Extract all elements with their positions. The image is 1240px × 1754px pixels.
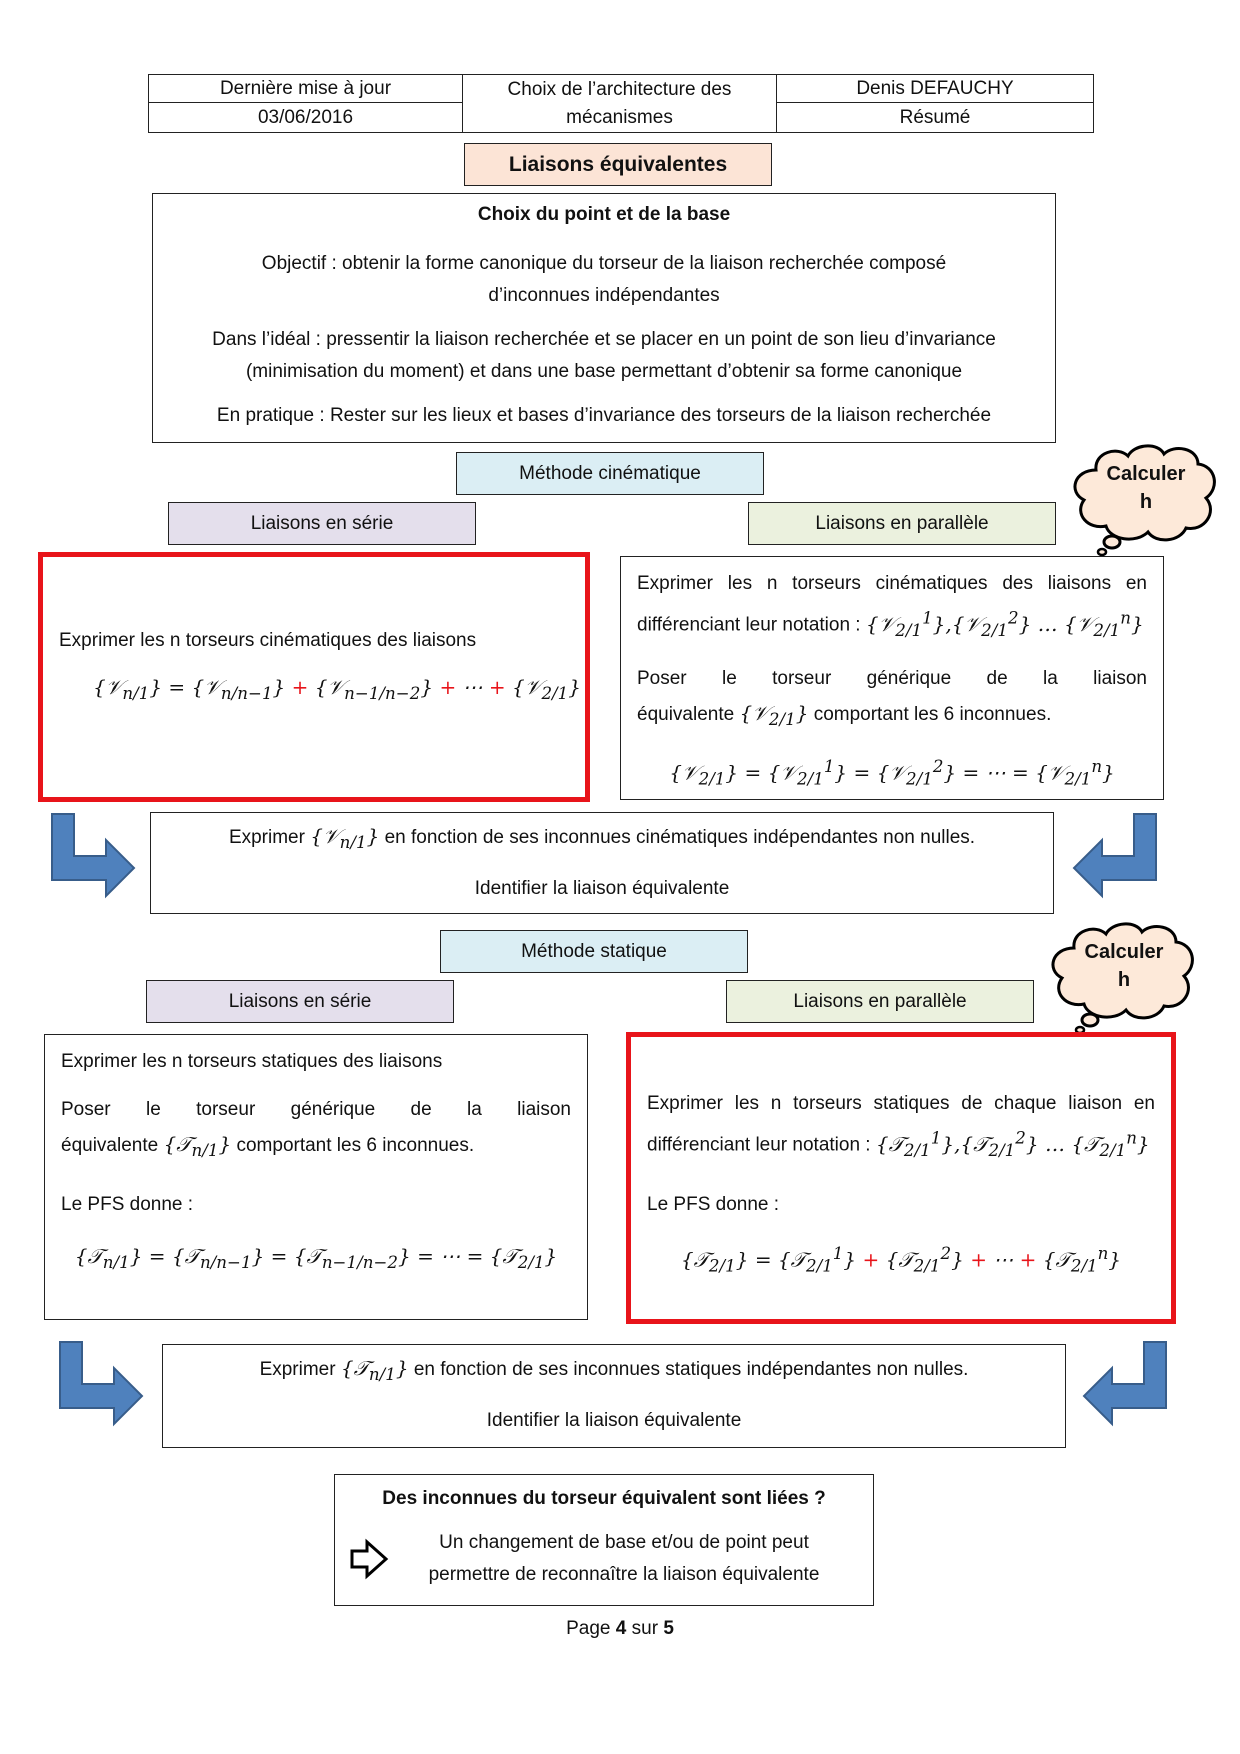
kinematic-parallel-text1-a: Exprimer les n torseurs cinématiques des… xyxy=(637,573,1147,594)
static-parallel-notation: {𝒯2/11},{𝒯2/12} … {𝒯2/1n} xyxy=(875,1128,1150,1160)
header-title: Choix de l’architecture des mécanismes xyxy=(463,75,777,132)
footer-page-number: 4 xyxy=(615,1618,627,1639)
static-parallel-box: Exprimer les n torseurs statiques de cha… xyxy=(626,1032,1176,1324)
static-result-b: en fonction de ses inconnues statiques i… xyxy=(413,1359,969,1380)
static-series-generic: {𝒯n/1} xyxy=(163,1132,232,1160)
kinematic-parallel-line2: différenciant leur notation : {𝒱2/11},{𝒱… xyxy=(637,601,1147,648)
kinematic-parallel-label: Liaisons en parallèle xyxy=(748,502,1056,545)
kinematic-parallel-notation: {𝒱2/11},{𝒱2/12} … {𝒱2/1n} xyxy=(865,608,1144,640)
static-parallel-equation: {𝒯2/1} = {𝒯2/11} + {𝒯2/12} + ⋯ + {𝒯2/1n} xyxy=(680,1243,1122,1276)
footer-sep: sur xyxy=(631,1618,659,1639)
page-footer: Page 4 sur 5 xyxy=(0,1618,1240,1640)
arrow-down-left-icon-2 xyxy=(1082,1341,1167,1427)
choice-practice: En pratique : Rester sur les lieux et ba… xyxy=(216,405,992,426)
cloud-line2: h xyxy=(1139,491,1153,513)
kinematic-series-box: Exprimer les n torseurs cinématiques des… xyxy=(38,552,590,802)
kinematic-result-box: Exprimer {𝒱n/1} en fonction de ses incon… xyxy=(150,812,1054,914)
static-series-equation: {𝒯n/1} = {𝒯n/n−1} = {𝒯n−1/n−2} = ⋯ = {𝒯2… xyxy=(74,1244,558,1272)
kinematic-identify: Identifier la liaison équivalente xyxy=(474,878,730,899)
kinematic-result-b: en fonction de ses inconnues cinématique… xyxy=(384,827,976,848)
cloud-text-2: Calculer h xyxy=(1064,938,1184,994)
hollow-arrow-right-icon xyxy=(350,1538,389,1580)
kinematic-parallel-text2-b: équivalente xyxy=(637,703,735,725)
kinematic-series-equation: {𝒱n/1} = {𝒱n/n−1} + {𝒱n−1/n−2} + ⋯ + {𝒱2… xyxy=(93,675,581,703)
static-result-box: Exprimer {𝒯n/1} en fonction de ses incon… xyxy=(162,1344,1066,1448)
arrow-down-right-icon-2 xyxy=(59,1341,144,1427)
kinematic-parallel-text2-a: Poser le torseur générique de la liaison xyxy=(637,667,1147,689)
cloud-text: Calculer h xyxy=(1086,460,1206,516)
header-doc-type: Résumé xyxy=(899,106,971,128)
static-result-line: Exprimer {𝒯n/1} en fonction de ses incon… xyxy=(163,1351,1065,1392)
kinematic-result-a: Exprimer xyxy=(228,827,305,848)
static-series-text1: Exprimer les n torseurs statiques des li… xyxy=(61,1051,443,1072)
static-method-label: Méthode statique xyxy=(440,930,748,973)
static-series-text2-a: Poser le torseur générique de la liaison xyxy=(61,1099,571,1120)
kinematic-series-label: Liaisons en série xyxy=(168,502,476,545)
static-series-label: Liaisons en série xyxy=(146,980,454,1023)
static-result-torseur: {𝒯n/1} xyxy=(340,1356,409,1384)
choice-objective: Objectif : obtenir la forme canonique du… xyxy=(261,253,947,306)
static-parallel-line2: différenciant leur notation : {𝒯2/11},{𝒯… xyxy=(647,1121,1155,1168)
kinematic-result-torseur: {𝒱n/1} xyxy=(310,824,380,852)
static-parallel-pfs: Le PFS donne : xyxy=(647,1193,780,1215)
kinematic-parallel-generic: {𝒱2/1} xyxy=(739,700,809,729)
kinematic-parallel-box: Exprimer les n torseurs cinématiques des… xyxy=(620,556,1164,800)
choice-title: Choix du point et de la base xyxy=(477,204,731,225)
cloud-line1: Calculer xyxy=(1106,463,1186,485)
note-text: Un changement de base et/ou de point peu… xyxy=(428,1532,820,1585)
choice-box: Choix du point et de la base Objectif : … xyxy=(152,193,1056,443)
static-series-text2-b: équivalente xyxy=(61,1135,159,1156)
arrow-down-right-icon xyxy=(51,813,136,899)
kinematic-parallel-line4: équivalente {𝒱2/1} comportant les 6 inco… xyxy=(637,696,1147,737)
static-series-pfs: Le PFS donne : xyxy=(61,1194,194,1215)
static-identify: Identifier la liaison équivalente xyxy=(486,1410,742,1431)
footer-page-label: Page xyxy=(566,1618,611,1639)
header-table: Dernière mise à jour 03/06/2016 Choix de… xyxy=(148,74,1094,133)
static-parallel-text1-a: Exprimer les n torseurs statiques de cha… xyxy=(647,1093,1155,1114)
kinematic-parallel-text1-b: différenciant leur notation : xyxy=(637,614,861,636)
choice-ideal: Dans l’idéal : pressentir la liaison rec… xyxy=(212,329,996,382)
static-series-text2-c: comportant les 6 inconnues. xyxy=(236,1135,475,1156)
kinematic-series-text: Exprimer les n torseurs cinématiques des… xyxy=(59,630,477,651)
note-title: Des inconnues du torseur équivalent sont… xyxy=(382,1488,826,1509)
header-date: 03/06/2016 xyxy=(149,103,463,132)
kinematic-parallel-text2-c: comportant les 6 inconnues. xyxy=(813,703,1052,725)
footer-page-total: 5 xyxy=(663,1618,674,1639)
static-series-line3: équivalente {𝒯n/1} comportant les 6 inco… xyxy=(61,1127,571,1168)
note-box: Des inconnues du torseur équivalent sont… xyxy=(334,1474,874,1606)
kinematic-method-label: Méthode cinématique xyxy=(456,452,764,495)
kinematic-parallel-equation: {𝒱2/1} = {𝒱2/11} = {𝒱2/12} = ⋯ = {𝒱2/1n} xyxy=(669,756,1115,789)
cloud-line2-2: h xyxy=(1117,969,1131,991)
static-series-box: Exprimer les n torseurs statiques des li… xyxy=(44,1034,588,1320)
kinematic-result-line: Exprimer {𝒱n/1} en fonction de ses incon… xyxy=(151,819,1053,860)
thought-cloud-icon xyxy=(1073,444,1216,557)
thought-cloud-icon-2 xyxy=(1051,922,1194,1035)
header-author: Denis DEFAUCHY xyxy=(777,75,1093,103)
static-parallel-text1-b: différenciant leur notation : xyxy=(647,1134,871,1156)
arrow-down-left-icon xyxy=(1072,813,1157,899)
section-title: Liaisons équivalentes xyxy=(464,143,772,186)
header-update-label: Dernière mise à jour xyxy=(149,75,463,103)
cloud-line1-2: Calculer xyxy=(1084,941,1164,963)
static-result-a: Exprimer xyxy=(259,1359,336,1380)
static-parallel-label: Liaisons en parallèle xyxy=(726,980,1034,1023)
